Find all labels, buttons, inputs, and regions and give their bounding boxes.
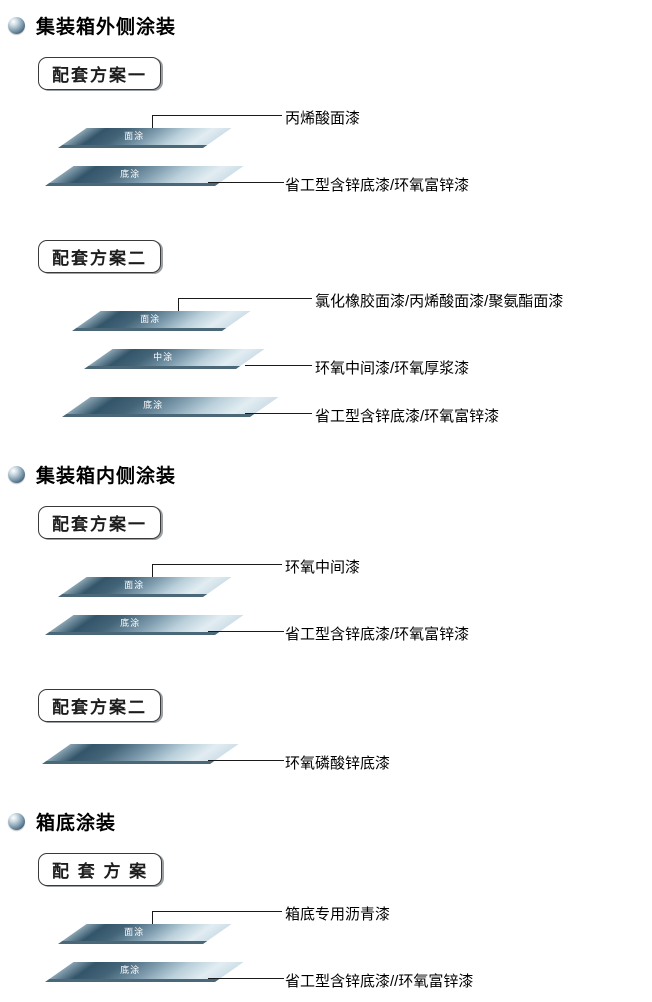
- callout-line-vertical: [152, 911, 153, 924]
- coating-section: 箱底涂装 配 套 方 案 面涂 箱底专用沥青漆 底涂 省工型含锌底漆//环氧富锌…: [0, 808, 652, 1002]
- callout-text: 省工型含锌底漆/环氧富锌漆: [285, 177, 470, 194]
- plate-tag: 底涂: [119, 618, 140, 628]
- coating-plate: 面涂: [72, 311, 251, 331]
- sphere-bullet-icon: [8, 466, 25, 483]
- plate-tag: 底涂: [143, 400, 164, 410]
- callout-line-horizontal: [152, 564, 282, 565]
- coating-layer-row: 面涂 箱底专用沥青漆: [0, 900, 652, 954]
- coating-section: 集装箱内侧涂装 配套方案一 面涂 环氧中间漆 底涂 省工型含锌底漆/环氧富锌漆 …: [0, 461, 652, 784]
- coating-layer-row: 中涂 环氧中间漆/环氧厚浆漆: [0, 341, 652, 389]
- callout-line-horizontal: [152, 115, 282, 116]
- sphere-bullet-icon: [8, 17, 25, 34]
- section-title: 箱底涂装: [36, 813, 117, 834]
- coating-plate: 底涂: [62, 397, 279, 417]
- callout-line-vertical: [152, 564, 153, 577]
- coating-layer-row: 环氧磷酸锌底漆: [0, 736, 652, 784]
- coating-layer-row: 底涂 省工型含锌底漆/环氧富锌漆: [0, 607, 652, 655]
- layers-stack: 面涂 氯化橡胶面漆/丙烯酸面漆/聚氨酯面漆 中涂 环氧中间漆/环氧厚浆漆 底涂 …: [0, 273, 652, 437]
- callout-line-horizontal: [245, 413, 312, 414]
- plate-tag: 面涂: [124, 927, 145, 937]
- scheme-block: 配套方案一 面涂 丙烯酸面漆 底涂 省工型含锌底漆/环氧富锌漆: [0, 57, 652, 206]
- layers-stack: 面涂 丙烯酸面漆 底涂 省工型含锌底漆/环氧富锌漆: [0, 90, 652, 206]
- coating-systems-diagram: 集装箱外侧涂装 配套方案一 面涂 丙烯酸面漆 底涂 省工型含锌底漆/环氧富锌漆 …: [0, 12, 652, 1002]
- coating-layer-row: 面涂 丙烯酸面漆: [0, 104, 652, 158]
- callout-text: 环氧中间漆/环氧厚浆漆: [315, 360, 470, 377]
- layers-stack: 环氧磷酸锌底漆: [0, 722, 652, 784]
- callout-text: 省工型含锌底漆/环氧富锌漆: [285, 626, 470, 643]
- callout-line-vertical: [152, 115, 153, 128]
- callout-text: 省工型含锌底漆/环氧富锌漆: [315, 408, 500, 425]
- coating-section: 集装箱外侧涂装 配套方案一 面涂 丙烯酸面漆 底涂 省工型含锌底漆/环氧富锌漆 …: [0, 12, 652, 437]
- plate-tag: 面涂: [140, 314, 161, 324]
- schemes-container: 配套方案一 面涂 丙烯酸面漆 底涂 省工型含锌底漆/环氧富锌漆 配套方案二 面涂…: [0, 57, 652, 437]
- callout-line-horizontal: [245, 365, 312, 366]
- coating-layer-row: 面涂 环氧中间漆: [0, 553, 652, 607]
- coating-plate: [42, 744, 239, 764]
- callout-line-horizontal: [208, 182, 284, 183]
- section-title: 集装箱外侧涂装: [36, 17, 177, 38]
- coating-plate: 面涂: [58, 577, 232, 597]
- callout-line-horizontal: [178, 298, 312, 299]
- scheme-label: 配套方案二: [38, 689, 161, 722]
- coating-plate: 底涂: [45, 615, 244, 635]
- plate-tag: 面涂: [124, 131, 145, 141]
- callout-text: 氯化橡胶面漆/丙烯酸面漆/聚氨酯面漆: [315, 293, 564, 310]
- section-header: 集装箱外侧涂装: [8, 12, 652, 39]
- layers-stack: 面涂 箱底专用沥青漆 底涂 省工型含锌底漆//环氧富锌漆: [0, 886, 652, 1002]
- scheme-block: 配套方案一 面涂 环氧中间漆 底涂 省工型含锌底漆/环氧富锌漆: [0, 506, 652, 655]
- callout-text: 省工型含锌底漆//环氧富锌漆: [285, 973, 474, 990]
- coating-layer-row: 底涂 省工型含锌底漆//环氧富锌漆: [0, 954, 652, 1002]
- callout-line-horizontal: [208, 631, 284, 632]
- coating-plate: 面涂: [58, 924, 232, 944]
- coating-layer-row: 底涂 省工型含锌底漆/环氧富锌漆: [0, 158, 652, 206]
- scheme-label: 配套方案一: [38, 57, 161, 90]
- scheme-block: 配 套 方 案 面涂 箱底专用沥青漆 底涂 省工型含锌底漆//环氧富锌漆: [0, 853, 652, 1002]
- sphere-bullet-icon: [8, 813, 25, 830]
- schemes-container: 配套方案一 面涂 环氧中间漆 底涂 省工型含锌底漆/环氧富锌漆 配套方案二 环氧…: [0, 506, 652, 784]
- plate-tag: 底涂: [119, 965, 140, 975]
- callout-text: 环氧中间漆: [285, 559, 361, 576]
- callout-line-horizontal: [152, 911, 282, 912]
- plate-tag: 面涂: [124, 580, 145, 590]
- coating-plate: 面涂: [58, 128, 232, 148]
- layers-stack: 面涂 环氧中间漆 底涂 省工型含锌底漆/环氧富锌漆: [0, 539, 652, 655]
- scheme-label: 配 套 方 案: [38, 853, 163, 886]
- section-header: 集装箱内侧涂装: [8, 461, 652, 488]
- coating-layer-row: 底涂 省工型含锌底漆/环氧富锌漆: [0, 389, 652, 437]
- scheme-label: 配套方案二: [38, 240, 161, 273]
- plate-tag: 底涂: [119, 169, 140, 179]
- callout-text: 箱底专用沥青漆: [285, 906, 391, 923]
- callout-text: 环氧磷酸锌底漆: [285, 755, 391, 772]
- callout-line-horizontal: [208, 760, 284, 761]
- schemes-container: 配 套 方 案 面涂 箱底专用沥青漆 底涂 省工型含锌底漆//环氧富锌漆: [0, 853, 652, 1002]
- plate-tag: 中涂: [152, 352, 173, 362]
- callout-line-horizontal: [208, 978, 284, 979]
- callout-line-vertical: [178, 298, 179, 311]
- scheme-label: 配套方案一: [38, 506, 161, 539]
- callout-text: 丙烯酸面漆: [285, 110, 361, 127]
- scheme-block: 配套方案二 环氧磷酸锌底漆: [0, 689, 652, 784]
- coating-plate: 底涂: [45, 962, 244, 982]
- section-title: 集装箱内侧涂装: [36, 466, 177, 487]
- coating-plate: 中涂: [84, 349, 265, 369]
- scheme-block: 配套方案二 面涂 氯化橡胶面漆/丙烯酸面漆/聚氨酯面漆 中涂 环氧中间漆/环氧厚…: [0, 240, 652, 437]
- coating-layer-row: 面涂 氯化橡胶面漆/丙烯酸面漆/聚氨酯面漆: [0, 287, 652, 341]
- coating-plate: 底涂: [45, 166, 244, 186]
- section-header: 箱底涂装: [8, 808, 652, 835]
